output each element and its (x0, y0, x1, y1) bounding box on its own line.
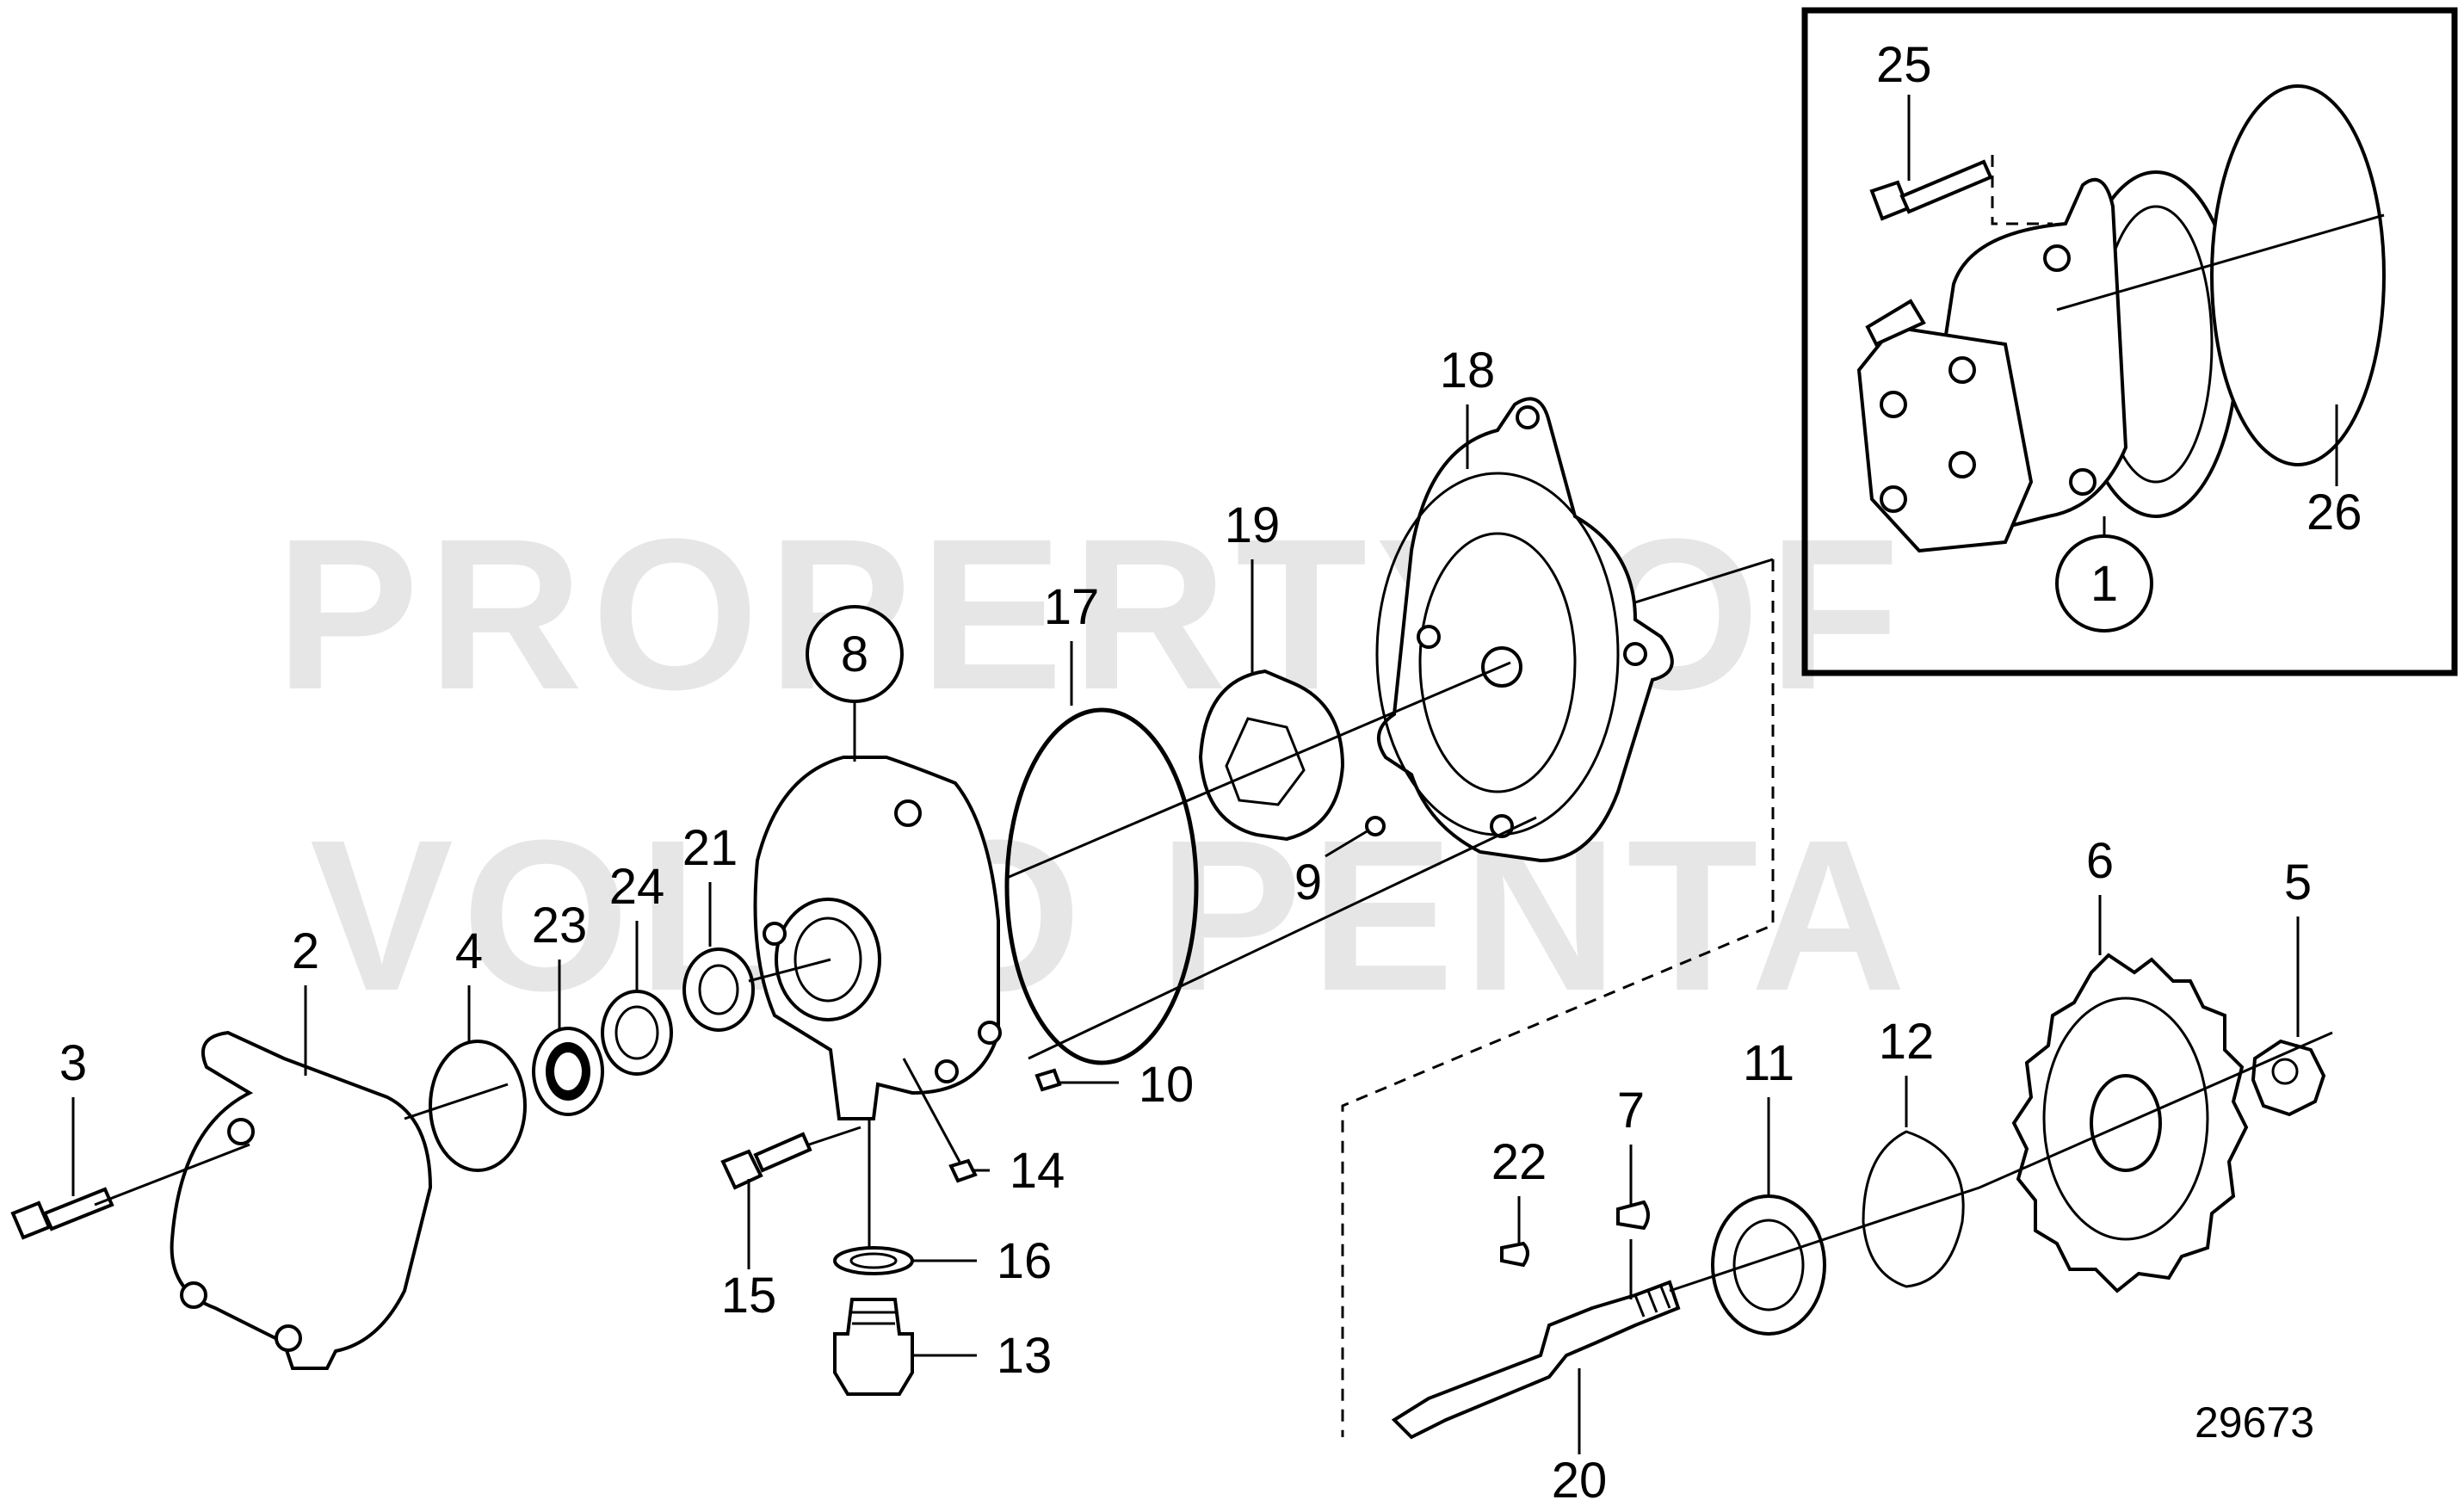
callout-21: 21 (682, 820, 738, 876)
figure-number: 29673 (2195, 1398, 2314, 1447)
callout-11: 11 (1743, 1035, 1794, 1091)
o-ring-26-inset (2210, 84, 2386, 466)
callout-10: 10 (1139, 1057, 1195, 1113)
callout-14: 14 (1010, 1143, 1065, 1199)
callout-1: 1 (2090, 556, 2118, 612)
leader-14-axis (902, 1058, 961, 1163)
callout-24: 24 (609, 859, 665, 915)
inset-axis-line (2056, 213, 2385, 312)
part-12-circlip (1862, 1130, 1965, 1288)
part-8-cover (753, 756, 1002, 1120)
callout-2: 2 (292, 923, 319, 979)
callout-17: 17 (1044, 579, 1100, 635)
pump-assembly-drawing (1856, 170, 2239, 553)
axis-cover-housing (1006, 661, 1511, 879)
watermark: PROPERTY OF VOLVO PENTA (275, 494, 1906, 1035)
part-6-gear (2011, 953, 2249, 1293)
axis-pin-housing (1028, 816, 1537, 1060)
callout-18: 18 (1440, 343, 1496, 398)
axis-bolt-15 (808, 1126, 861, 1146)
part-15-bolt (720, 1132, 812, 1190)
callout-12: 12 (1879, 1014, 1935, 1070)
callout-9: 9 (1294, 855, 1322, 910)
part-9-pin (1365, 816, 1386, 836)
bolt-25-inset (1869, 159, 1993, 221)
callout-15: 15 (721, 1268, 777, 1324)
inset-frame (1801, 7, 2458, 676)
part-21-seal (682, 947, 755, 1032)
callout-5: 5 (2284, 855, 2312, 910)
inset-dashed-guide (1991, 155, 2053, 225)
part-7-key (1616, 1200, 1650, 1231)
callout-4: 4 (455, 923, 483, 979)
part-17-o-ring (1004, 707, 1199, 1065)
part-11-bearing (1711, 1194, 1826, 1336)
callout-8: 8 (841, 626, 868, 682)
axis-shaft-gear (1669, 1031, 2333, 1293)
axis-seal-cover (748, 958, 831, 983)
part-18-housing (1375, 397, 1674, 863)
part-20-shaft (1391, 1280, 1681, 1440)
part-2-end-housing (170, 1030, 433, 1370)
part-24-bearing (601, 990, 673, 1076)
callout-22: 22 (1491, 1134, 1547, 1190)
dashed-assembly-guide (1341, 559, 1775, 1437)
callout-20: 20 (1552, 1453, 1608, 1509)
part-13-fitting (833, 1298, 914, 1396)
part-4-gasket (429, 1040, 527, 1172)
part-14-plug (948, 1158, 978, 1183)
part-3-bolt (10, 1187, 114, 1240)
callout-6: 6 (2086, 833, 2114, 889)
axis-housing-gasket (404, 1083, 509, 1120)
axis-housing-right (1634, 558, 1774, 604)
callout-7: 7 (1617, 1083, 1645, 1139)
part-16-washer (833, 1246, 914, 1275)
part-23-seal (532, 1027, 604, 1116)
callout-3: 3 (59, 1035, 87, 1091)
part-22-key (1500, 1241, 1529, 1268)
callout-23: 23 (532, 898, 588, 953)
callouts: 3 2 4 23 24 21 8 17 19 18 9 10 14 15 16 (59, 343, 2312, 1509)
callout-16: 16 (997, 1233, 1053, 1289)
callout-13: 13 (997, 1328, 1053, 1384)
assembly-inset: 25 26 1 (1801, 7, 2458, 676)
callout-19: 19 (1225, 497, 1281, 553)
part-19-rotor (1198, 669, 1345, 842)
part-10-pin (1034, 1068, 1062, 1092)
axis-bolt-3 (94, 1143, 250, 1207)
callout-25: 25 (1876, 37, 1932, 93)
callout-26: 26 (2307, 484, 2362, 540)
leader-9 (1325, 829, 1369, 858)
axis-lines (94, 558, 2333, 1437)
